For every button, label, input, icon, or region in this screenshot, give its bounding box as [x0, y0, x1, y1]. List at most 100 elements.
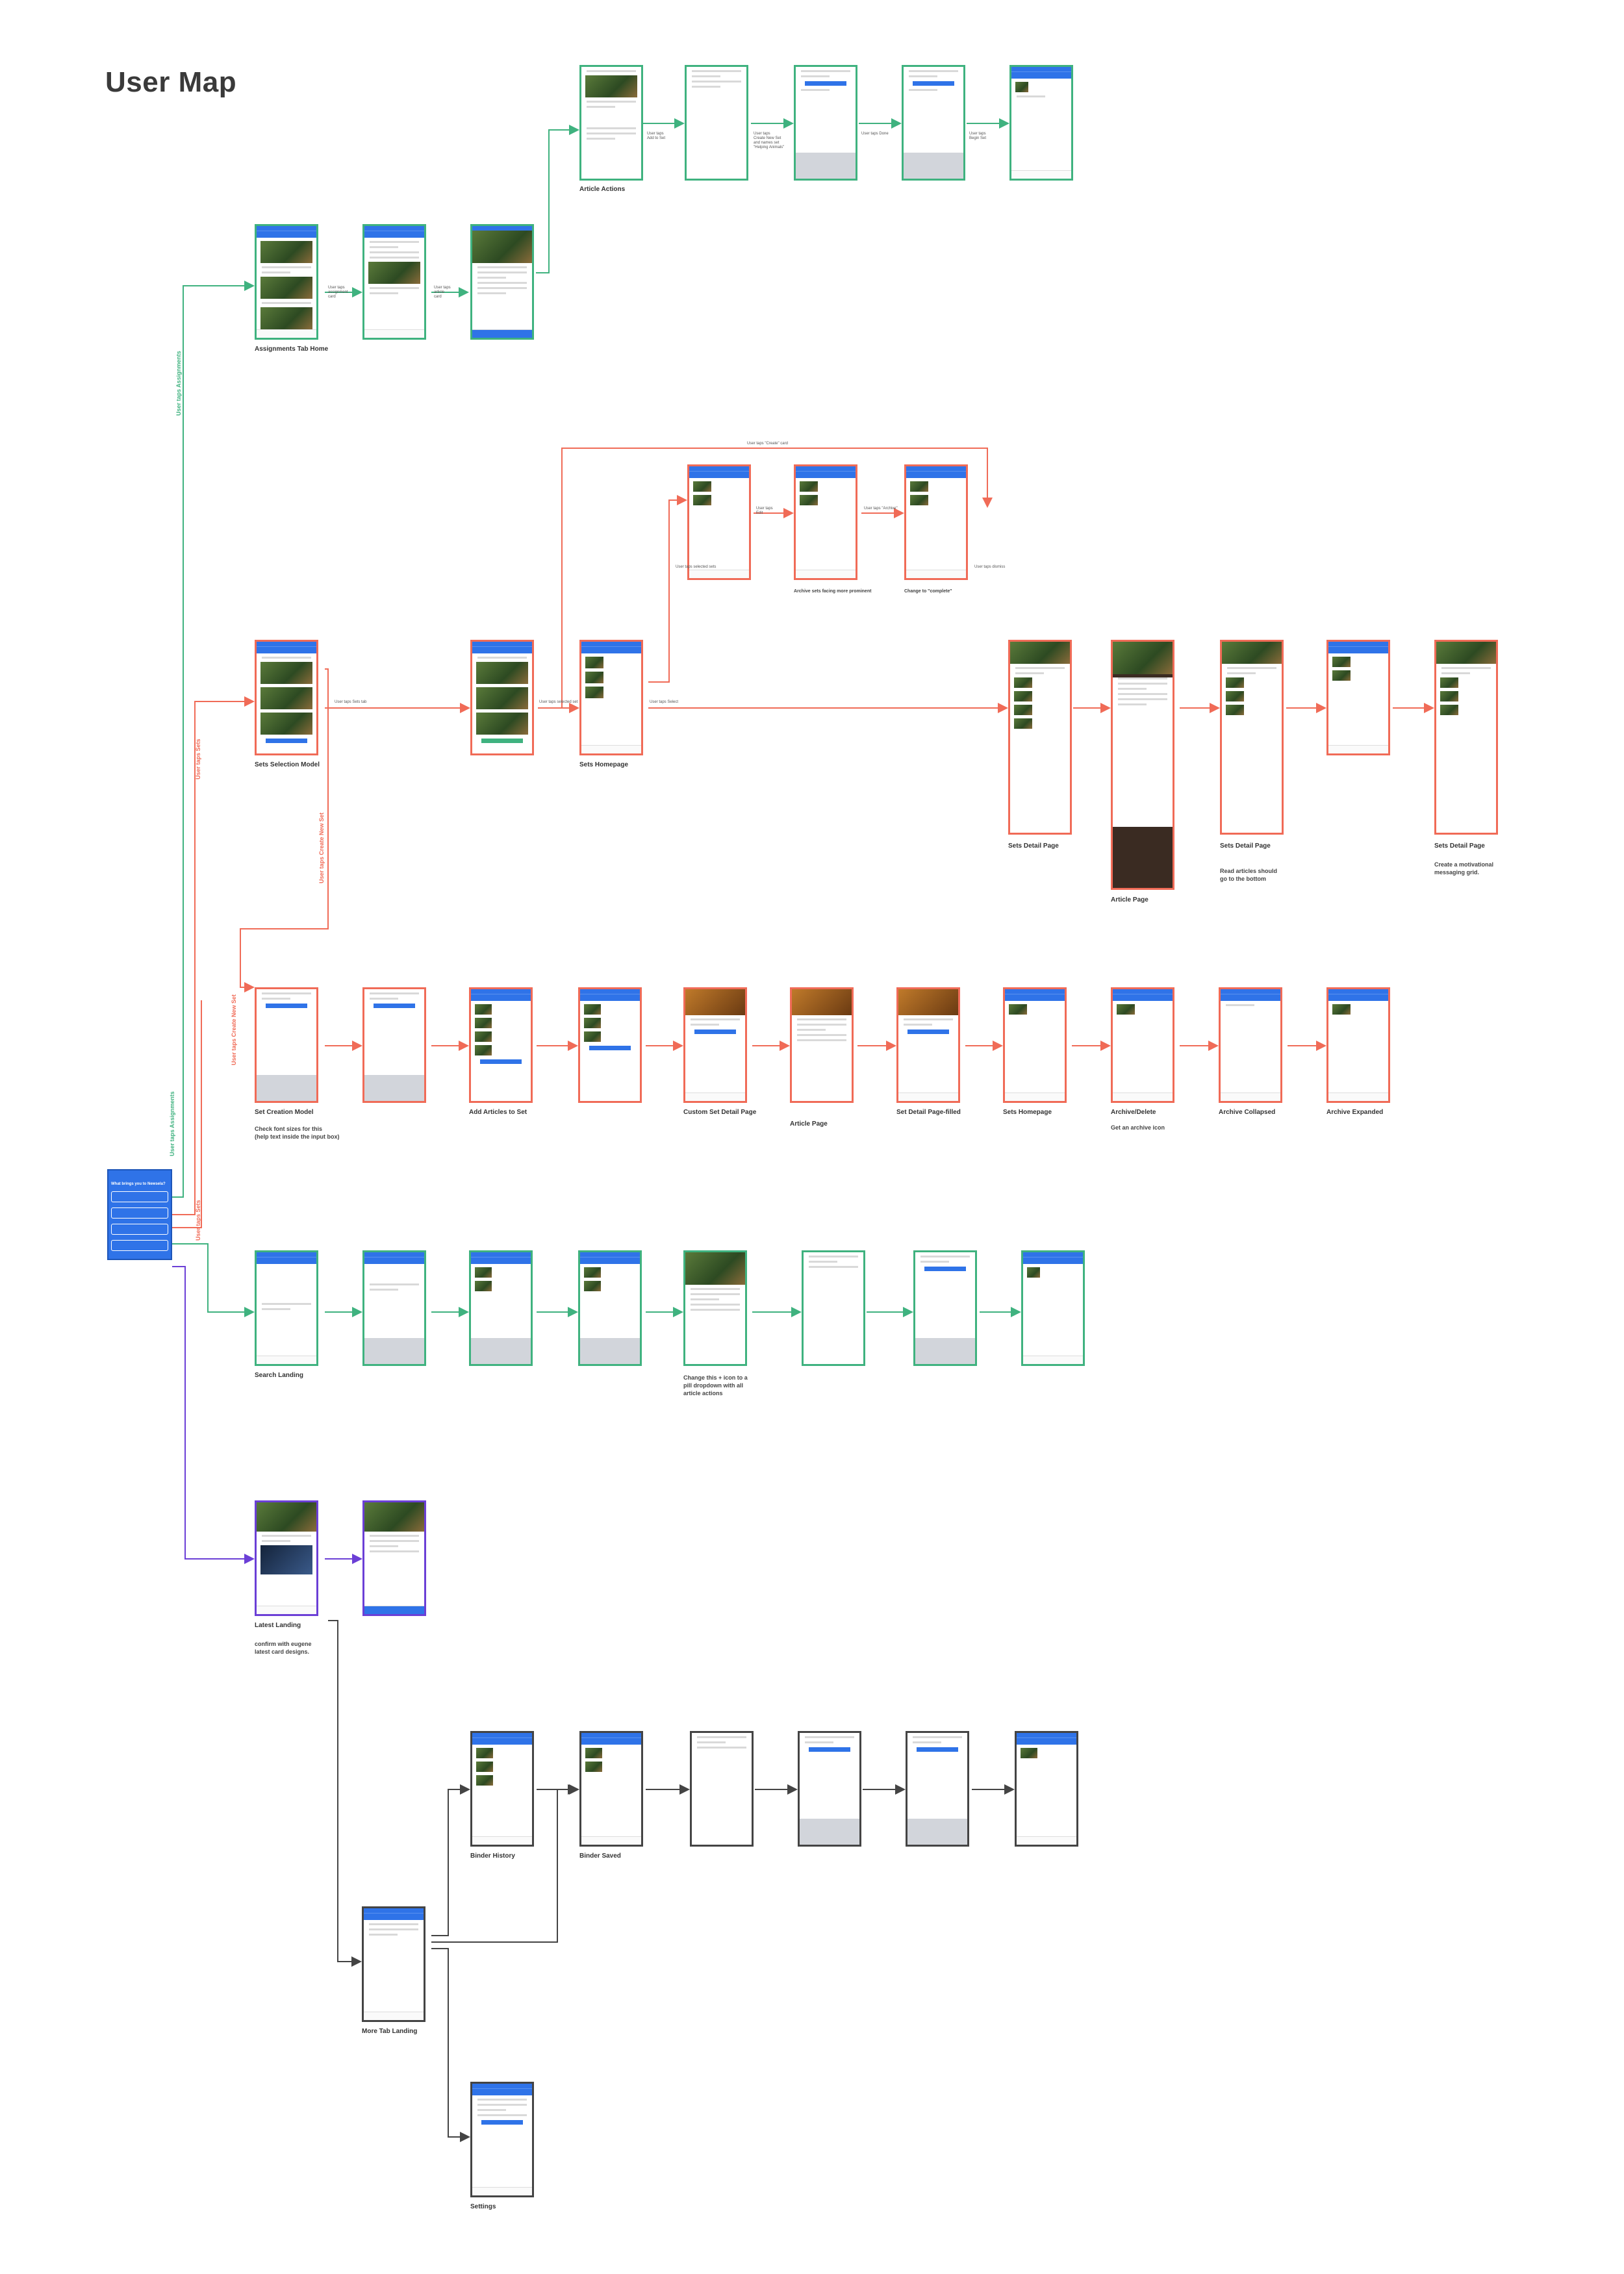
caption-sets-homepage: Sets Homepage: [579, 761, 629, 768]
annotation-taps-archive: User taps "Archive": [864, 507, 898, 511]
caption-archive-expanded: Archive Expanded: [1326, 1109, 1384, 1116]
phone-sets-detail-2[interactable]: [1220, 640, 1284, 835]
caption-archive-delete: Archive/Delete: [1111, 1109, 1156, 1116]
caption-article-actions: Article Actions: [579, 186, 626, 193]
phone-assignments-home[interactable]: [255, 224, 318, 340]
phone-sets-select[interactable]: [687, 464, 751, 580]
caption-set-detail-filled: Set Detail Page-filled: [896, 1109, 961, 1116]
annotation-taps-article: User taps article card: [434, 286, 451, 299]
phone-search-typing[interactable]: [362, 1250, 426, 1366]
onboarding-screen[interactable]: What brings you to Newsela?: [107, 1169, 172, 1260]
onboarding-option[interactable]: [111, 1207, 168, 1219]
lane-assignments: User taps Assignments: [175, 351, 182, 416]
phone-sets-detail-3[interactable]: [1434, 640, 1498, 835]
connector-create-up: [172, 1000, 202, 1228]
note-read-articles: Read articles should go to the bottom: [1220, 868, 1278, 882]
phone-sets-complete[interactable]: [904, 464, 968, 580]
caption-sets-detail-1: Sets Detail Page: [1008, 842, 1059, 850]
phone-search-sets[interactable]: [1021, 1250, 1085, 1366]
note-change-to: Change to "complete": [904, 589, 952, 594]
annotation-taps-select: User taps Select: [650, 700, 679, 704]
caption-binder-history: Binder History: [470, 1852, 515, 1860]
phone-binder-create-set[interactable]: [798, 1731, 861, 1847]
note-motivational: Create a motivational messaging grid.: [1434, 861, 1494, 876]
phone-custom-set-detail[interactable]: [683, 987, 747, 1103]
phone-search-landing[interactable]: [255, 1250, 318, 1366]
caption-settings: Settings: [470, 2203, 496, 2210]
caption-set-creation: Set Creation Model: [255, 1109, 314, 1116]
phone-binder-history[interactable]: [470, 1731, 534, 1847]
caption-sets-detail-3: Sets Detail Page: [1434, 842, 1485, 850]
phone-latest-article[interactable]: [362, 1500, 426, 1616]
phone-archive-expanded[interactable]: [1326, 987, 1390, 1103]
connector-more-history: [431, 1784, 470, 1936]
phone-binder-saved[interactable]: [579, 1731, 643, 1847]
phone-sets-detail-1[interactable]: [1008, 640, 1072, 835]
annotation-taps-create-new: User taps Create New Set and names set "…: [754, 132, 785, 149]
onboarding-question: What brings you to Newsela?: [111, 1182, 166, 1186]
lane-sets: User taps Sets: [195, 739, 201, 779]
lane-sets-lower: User taps Sets: [195, 1200, 201, 1241]
note-pill-dropdown: Change this + icon to a pill dropdown wi…: [683, 1374, 748, 1396]
phone-sets-selection-2[interactable]: [470, 640, 534, 755]
phone-assignment-detail[interactable]: [362, 224, 426, 340]
phone-archive-collapsed[interactable]: [1219, 987, 1282, 1103]
phone-add-articles-2[interactable]: [578, 987, 642, 1103]
connector-to-more: [328, 1620, 362, 1967]
note-confirm: confirm with eugene latest card designs.: [255, 1641, 312, 1655]
phone-search-results-2[interactable]: [578, 1250, 642, 1366]
phone-article-page-1[interactable]: [1111, 640, 1174, 890]
page-title: User Map: [105, 66, 237, 98]
phone-sets-selection[interactable]: [255, 640, 318, 755]
annotation-taps-dismiss: User taps dismiss: [974, 565, 1006, 569]
phone-set-detail-filled[interactable]: [896, 987, 960, 1103]
phone-sets-homepage-progress[interactable]: [1326, 640, 1390, 755]
connector-more-settings: [431, 1948, 470, 2142]
phone-search-article[interactable]: [683, 1250, 747, 1366]
annotation-taps-edit: User taps Edit: [756, 507, 773, 515]
onboarding-option[interactable]: [111, 1191, 168, 1202]
phone-search-results[interactable]: [469, 1250, 533, 1366]
phone-sets-homepage[interactable]: [579, 640, 643, 755]
caption-sets-detail-2: Sets Detail Page: [1220, 842, 1271, 850]
caption-article-page-1: Article Page: [1111, 896, 1148, 903]
phone-more-tab[interactable]: [362, 1906, 425, 2022]
phone-binder-create-set-2[interactable]: [906, 1731, 969, 1847]
phone-sets-archive[interactable]: [794, 464, 857, 580]
note-font-sizes: Check font sizes for this (help text ins…: [255, 1126, 340, 1140]
phone-create-set[interactable]: [794, 65, 857, 181]
annotation-taps-add-to-set: User taps Add to Set: [647, 132, 666, 140]
onboarding-option[interactable]: [111, 1240, 168, 1251]
connector-to-sets: [172, 696, 255, 1215]
connector-to-assignments: [172, 281, 255, 1198]
connector-to-actions: [536, 125, 579, 273]
phone-search-add-to-set[interactable]: [802, 1250, 865, 1366]
caption-search-landing: Search Landing: [255, 1372, 304, 1379]
phone-latest-landing[interactable]: [255, 1500, 318, 1616]
phone-binder-sets[interactable]: [1015, 1731, 1078, 1847]
phone-archive-delete[interactable]: [1111, 987, 1174, 1103]
caption-add-articles: Add Articles to Set: [469, 1109, 527, 1116]
phone-binder-add-to-set[interactable]: [690, 1731, 754, 1847]
phone-sets-homepage-2[interactable]: [1003, 987, 1067, 1103]
phone-add-to-set[interactable]: [685, 65, 748, 181]
connector-sets-select: [648, 495, 687, 683]
caption-assignments-home: Assignments Tab Home: [255, 346, 329, 353]
phone-search-create-set[interactable]: [913, 1250, 977, 1366]
phone-sets-list[interactable]: [1009, 65, 1073, 181]
phone-article[interactable]: [470, 224, 534, 340]
phone-add-articles[interactable]: [469, 987, 533, 1103]
annotation-taps-begin: User taps Begin Set: [969, 132, 987, 140]
caption-latest-landing: Latest Landing: [255, 1622, 301, 1629]
phone-article-actions[interactable]: [579, 65, 643, 181]
phone-set-creation-2[interactable]: [362, 987, 426, 1103]
onboarding-option[interactable]: [111, 1224, 168, 1235]
phone-set-creation[interactable]: [255, 987, 318, 1103]
phone-settings[interactable]: [470, 2082, 534, 2197]
caption-archive-collapsed: Archive Collapsed: [1219, 1109, 1276, 1116]
connector-to-latest: [172, 1266, 255, 1564]
phone-article-page-2[interactable]: [790, 987, 854, 1103]
phone-create-set-named[interactable]: [902, 65, 965, 181]
annotation-taps-done: User taps Done: [861, 132, 889, 136]
annotation-taps-select-sets: User taps selected sets: [676, 565, 717, 569]
